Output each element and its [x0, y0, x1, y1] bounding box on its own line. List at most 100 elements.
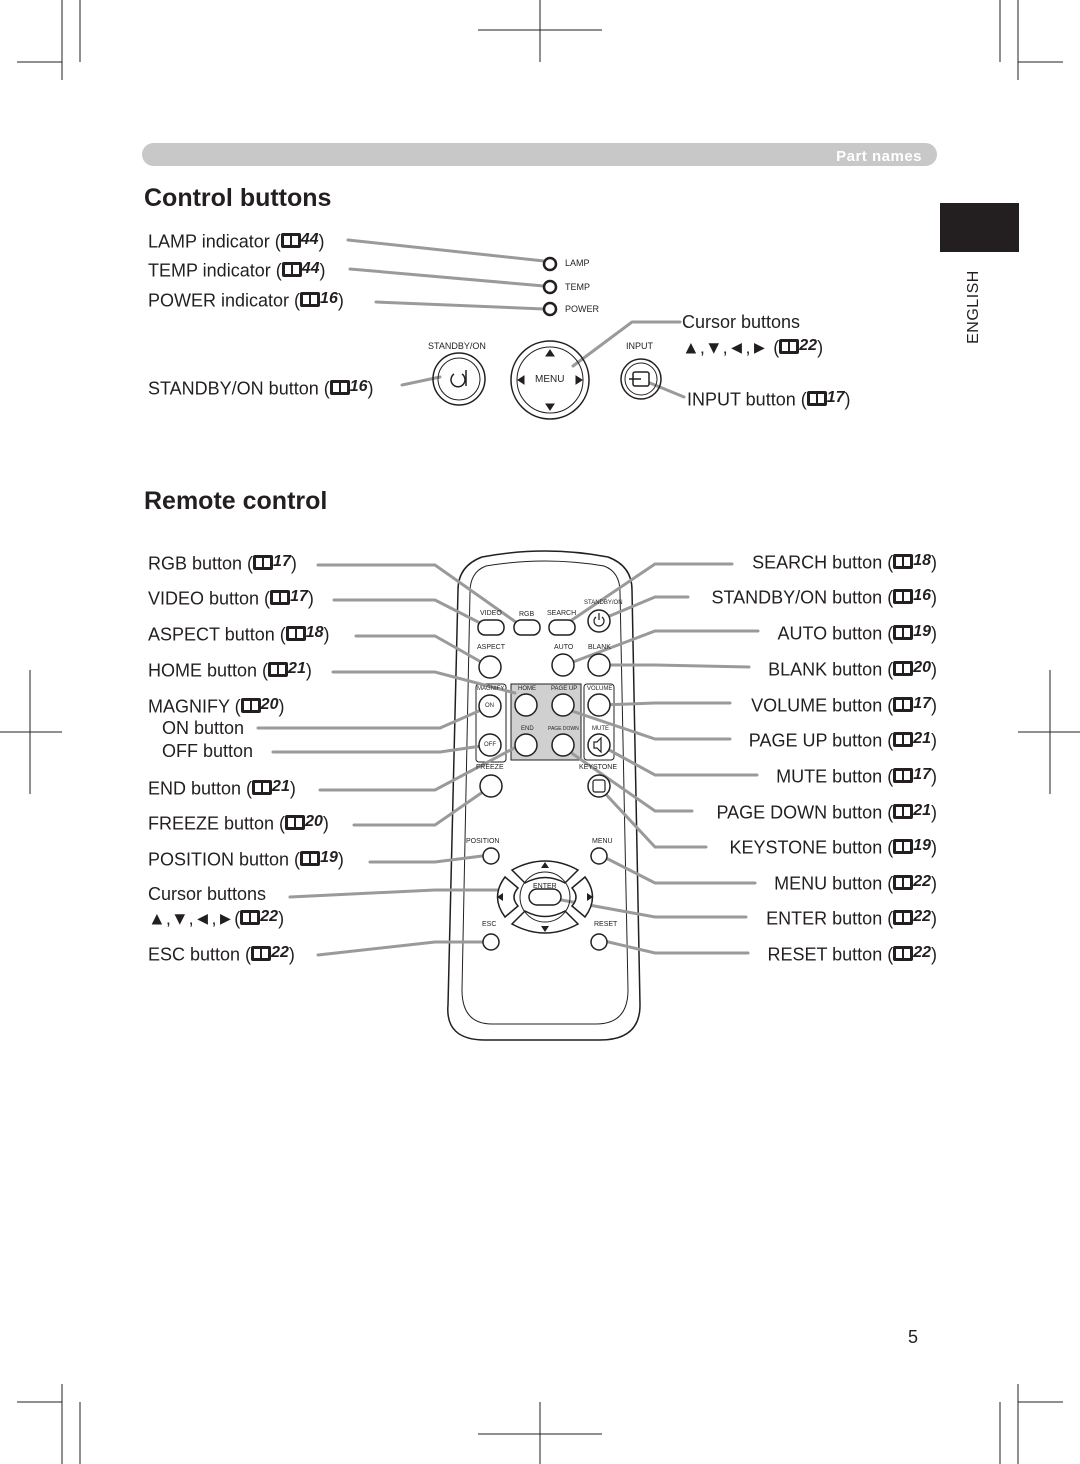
blank-label: BLANK button (20) — [768, 659, 937, 680]
book-icon — [893, 909, 914, 925]
leader-reset — [598, 938, 750, 955]
book-icon — [300, 850, 321, 866]
position-label: POSITION button (19) — [148, 849, 344, 870]
face-aspect: ASPECT — [477, 644, 506, 651]
blank-btn — [587, 653, 611, 677]
book-icon — [893, 803, 914, 819]
book-icon — [280, 232, 301, 248]
keystone-btn — [587, 774, 611, 798]
video-btn — [477, 619, 505, 636]
leader-lamp — [346, 238, 546, 263]
mute-label: MUTE button (17) — [776, 766, 937, 787]
page-number: 5 — [907, 1327, 918, 1347]
face-on: ON — [485, 703, 494, 709]
face-volume: VOLUME — [587, 686, 613, 692]
lamp-indicator-label: LAMP indicator (44) — [148, 231, 325, 252]
left-arrow-icon — [517, 375, 525, 385]
panel-temp-text: TEMP — [565, 282, 591, 292]
off-btn — [478, 733, 502, 757]
rgb-btn — [513, 619, 541, 636]
cursor-buttons-label: Cursor buttons — [682, 312, 801, 332]
panel-menu-text: MENU — [535, 374, 565, 385]
face-video: VIDEO — [480, 610, 502, 617]
remote-diagram — [256, 550, 760, 1041]
book-icon — [270, 589, 291, 605]
temp-led-icon — [542, 279, 558, 295]
lamp-led-icon — [542, 256, 558, 272]
leader-blank — [598, 663, 751, 669]
search-label: SEARCH button (18) — [752, 552, 937, 573]
face-home: HOME — [518, 686, 536, 692]
freeze-btn — [479, 774, 503, 798]
face-menu: MENU — [592, 838, 613, 845]
input-button-label: INPUT button (17) — [687, 389, 851, 410]
book-icon — [285, 814, 306, 830]
reset-label: RESET button (22) — [767, 944, 937, 965]
home-label: HOME button (21) — [148, 660, 312, 681]
book-icon — [300, 291, 321, 307]
volume-label: VOLUME button (17) — [751, 695, 937, 716]
cursor-arrows-label: ▲,▼,◄,► (22) — [682, 337, 824, 358]
esc-btn — [482, 933, 500, 951]
keystone-label: KEYSTONE button (19) — [729, 837, 937, 858]
face-auto: AUTO — [554, 644, 574, 651]
on-btn — [478, 694, 502, 718]
auto-label: AUTO button (19) — [777, 623, 937, 644]
volume-group — [583, 683, 615, 761]
book-icon — [281, 261, 302, 277]
face-keystone: KEYSTONE — [579, 764, 617, 771]
side-tab-block — [940, 203, 1019, 252]
face-end: END — [521, 726, 534, 732]
remote-right-arrow-icon — [587, 893, 593, 901]
input-button — [620, 358, 662, 400]
face-freeze: FREEZE — [476, 764, 504, 771]
book-icon — [240, 909, 261, 925]
leader-position — [368, 853, 492, 864]
book-icon — [893, 624, 914, 640]
temp-indicator-label: TEMP indicator (44) — [148, 260, 326, 281]
book-icon — [893, 660, 914, 676]
menu-label: MENU button (22) — [774, 873, 937, 894]
book-icon — [251, 945, 272, 961]
leader-video — [332, 598, 490, 629]
indicator-leds — [542, 256, 558, 317]
face-mute: MUTE — [592, 726, 609, 732]
face-enter: ENTER — [533, 883, 557, 890]
book-icon — [779, 338, 800, 354]
face-reset: RESET — [594, 921, 618, 928]
remote-left-btn — [496, 875, 520, 919]
control-panel-diagram — [346, 238, 686, 420]
leader-menu — [598, 853, 757, 885]
position-btn — [482, 847, 500, 865]
pagedown-label: PAGE DOWN button (21) — [716, 802, 937, 823]
up-arrow-icon — [545, 349, 555, 357]
face-magnify: MAGNIFY — [477, 686, 505, 692]
leader-pagedown — [558, 743, 694, 813]
book-icon — [893, 696, 914, 712]
face-rgb: RGB — [519, 611, 535, 618]
book-icon — [893, 874, 914, 890]
standby-remote-label: STANDBY/ON button (16) — [711, 587, 937, 608]
leader-cursor — [571, 320, 682, 368]
video-label: VIDEO button (17) — [148, 588, 314, 609]
leader-temp — [348, 267, 546, 288]
face-pagedown: PAGE DOWN — [548, 726, 579, 732]
remote-left-arrow-icon — [497, 893, 503, 901]
leader-end — [318, 743, 522, 792]
down-arrow-icon — [545, 403, 555, 411]
rgb-label: RGB button (17) — [148, 553, 297, 574]
leader-standby-remote — [598, 595, 690, 622]
pagedown-btn — [551, 733, 575, 757]
book-icon — [893, 767, 914, 783]
leader-rgb — [316, 563, 522, 627]
book-icon — [893, 838, 914, 854]
volume-btn — [587, 693, 611, 717]
end-label: END button (21) — [148, 778, 296, 799]
power-led-icon — [542, 301, 558, 317]
aspect-label: ASPECT button (18) — [148, 624, 330, 645]
pageup-label: PAGE UP button (21) — [748, 730, 937, 751]
leader-freeze — [352, 785, 492, 827]
keystone-icon — [592, 779, 606, 793]
leader-volume — [598, 701, 732, 707]
remote-enter-btn — [528, 888, 562, 906]
